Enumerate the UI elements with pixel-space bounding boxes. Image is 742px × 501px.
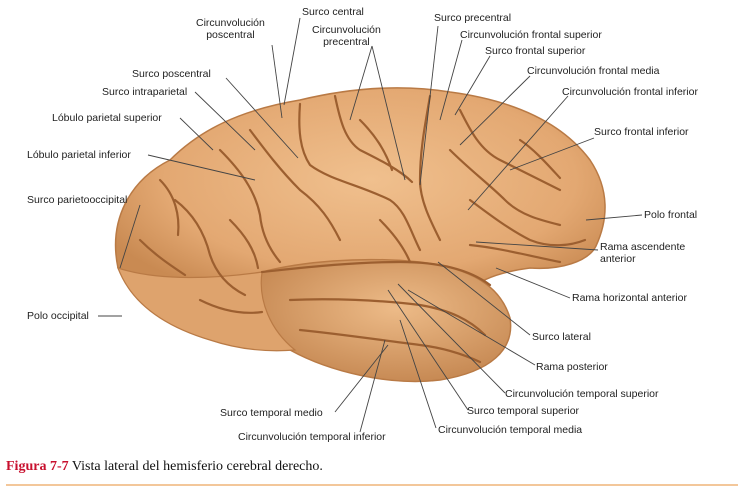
label-lobulo-parietal-superior: Lóbulo parietal superior	[52, 112, 162, 124]
label-surco-poscentral: Surco poscentral	[132, 68, 211, 80]
label-text: Circunvolución poscentral	[196, 17, 265, 41]
label-polo-frontal: Polo frontal	[644, 209, 698, 221]
label-rama-posterior: Rama posterior	[536, 361, 608, 373]
label-circunvolucion-precentral: Circunvolución precentral	[312, 24, 381, 48]
label-surco-temporal-superior: Surco temporal superior	[467, 405, 580, 417]
label-circunvolucion-poscentral: Circunvolución poscentral	[196, 17, 265, 41]
temporal-lobe-shape	[255, 258, 512, 383]
label-surco-precentral: Surco precentral	[434, 12, 512, 24]
figure-caption: Figura 7-7 Vista lateral del hemisferio …	[6, 459, 323, 475]
label-surco-lateral: Surco lateral	[532, 331, 591, 343]
leader-lines	[98, 17, 643, 433]
brain-lateral-diagram	[98, 17, 643, 433]
label-surco-frontal-inferior: Surco frontal inferior	[594, 126, 689, 138]
label-surco-temporal-medio: Surco temporal medio	[220, 407, 323, 419]
label-circunvolucion-frontal-superior: Circunvolución frontal superior	[460, 29, 602, 41]
label-circunvolucion-temporal-superior: Circunvolución temporal superior	[505, 388, 659, 400]
inferior-surface-shape	[116, 267, 297, 352]
label-text: Circunvolución precentral	[312, 24, 381, 48]
label-circunvolucion-temporal-inferior: Circunvolución temporal inferior	[238, 431, 386, 443]
label-circunvolucion-frontal-media: Circunvolución frontal media	[527, 65, 660, 77]
label-text: Rama ascendente anterior	[600, 241, 686, 265]
label-circunvolucion-temporal-media: Circunvolución temporal media	[438, 424, 583, 436]
label-lobulo-parietal-inferior: Lóbulo parietal inferior	[27, 149, 131, 161]
label-surco-intraparietal: Surco intraparietal	[102, 86, 188, 98]
label-rama-ascendente-anterior: Rama ascendente anterior	[600, 241, 685, 265]
label-circunvolucion-frontal-inferior: Circunvolución frontal inferior	[562, 86, 698, 98]
label-surco-central: Surco central	[302, 6, 364, 18]
caption-text: Vista lateral del hemisferio cerebral de…	[68, 459, 323, 474]
sulci	[138, 94, 587, 364]
caption-divider	[6, 484, 738, 486]
figure-number: Figura 7-7	[6, 459, 69, 474]
label-polo-occipital: Polo occipital	[27, 310, 89, 322]
label-surco-parietooccipital: Surco parietooccipital	[27, 194, 128, 206]
label-rama-horizontal-anterior: Rama horizontal anterior	[572, 292, 687, 304]
label-surco-frontal-superior: Surco frontal superior	[485, 45, 586, 57]
